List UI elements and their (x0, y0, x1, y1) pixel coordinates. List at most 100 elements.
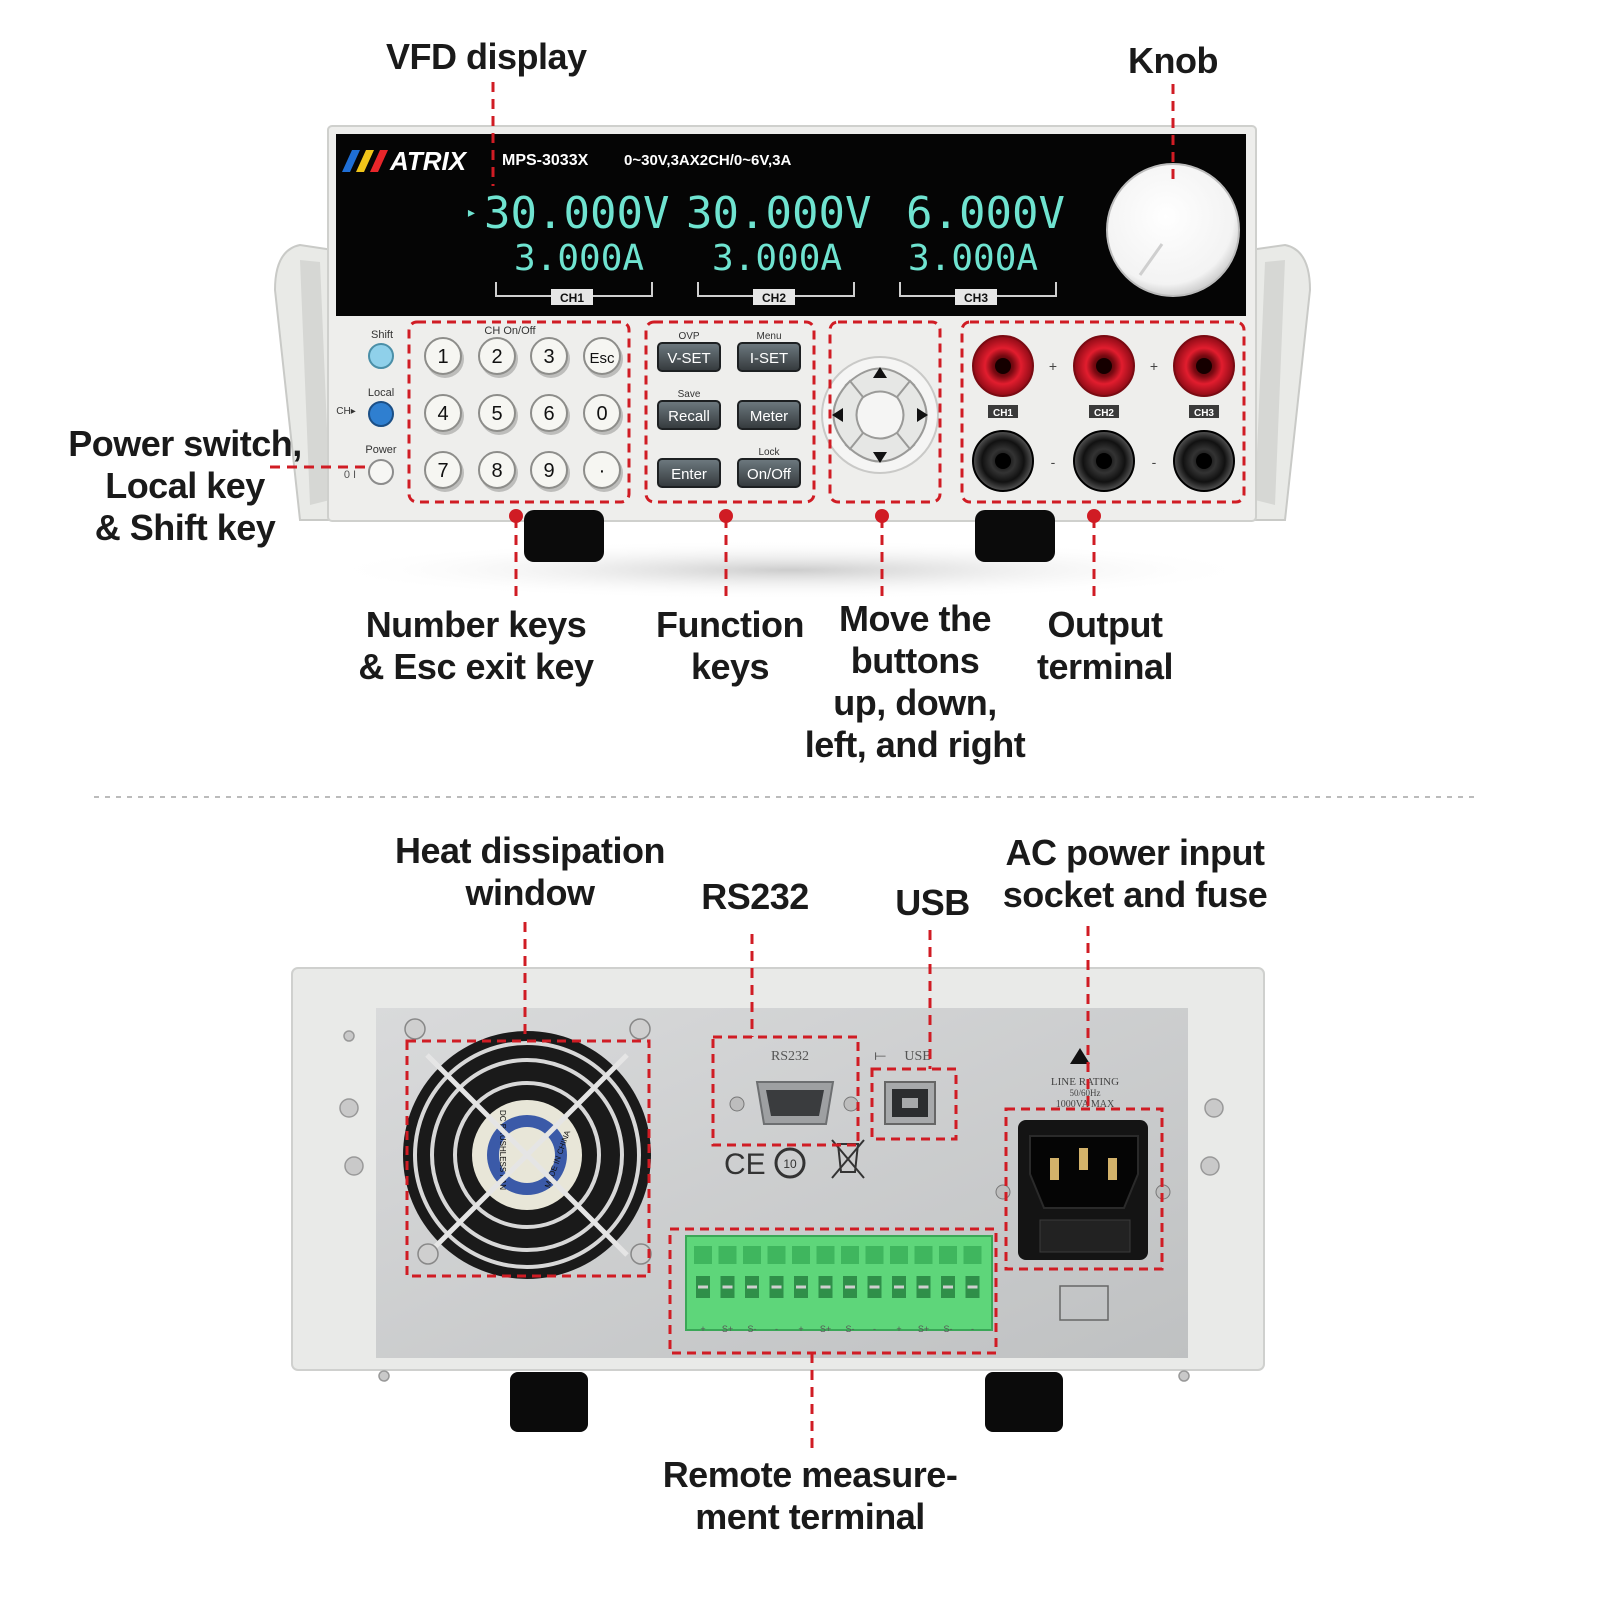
ac-power-socket[interactable] (995, 1120, 1171, 1260)
ac-socket-highlight (1004, 1107, 1164, 1271)
ch1-negative-terminal[interactable] (972, 430, 1034, 492)
function-key-shift-label: Menu (756, 331, 781, 342)
local-key[interactable] (368, 401, 394, 427)
front-foot-right (975, 510, 1055, 562)
function-key-5[interactable]: Enter (657, 458, 721, 488)
arrow-right-button[interactable] (895, 379, 928, 451)
right-handle (1243, 243, 1312, 521)
shift-label: Shift (371, 329, 393, 341)
rotary-knob[interactable] (1106, 163, 1240, 297)
arrow-left-icon (832, 408, 843, 422)
fuse-drawer[interactable] (1039, 1219, 1131, 1253)
function-key-2[interactable]: I-SET (737, 342, 801, 372)
function-key-label: Enter (671, 466, 707, 483)
terminal-plus-1: + (1049, 358, 1057, 374)
local-label: Local (368, 387, 394, 399)
terminal-channel-label: CH1 (993, 408, 1013, 419)
power-io-marks: 0 I (344, 469, 356, 481)
function-key-label: Recall (668, 408, 710, 425)
function-key-4[interactable]: Meter (737, 400, 801, 430)
numpad-key-5[interactable]: 4 (424, 394, 464, 435)
numpad-key-3[interactable]: 3 (530, 337, 570, 378)
ce-mark: CE (724, 1148, 766, 1181)
numpad-key-6[interactable]: 5 (478, 394, 518, 435)
remote-terminal-pin-label: - (873, 1324, 876, 1334)
ch1-current: 3.000A (514, 238, 644, 279)
terminal-channel-label: CH3 (1194, 408, 1214, 419)
vfd-display-panel (336, 134, 1246, 316)
power-switch[interactable] (368, 459, 394, 485)
numpad-key-label: · (599, 460, 606, 482)
numpad-key-label: 5 (491, 403, 502, 425)
numpad-key-label: 8 (491, 460, 502, 482)
terminal-label-bg (1089, 405, 1119, 418)
callout-remote-terminal: Remote measure-ment terminal (662, 1454, 958, 1537)
fuse-rating-table (1059, 1285, 1109, 1321)
callout-number-keys: Number keys& Esc exit key (358, 604, 594, 687)
terminal-plus-2: + (1150, 358, 1158, 374)
number-keys-highlight (407, 320, 631, 504)
remote-terminal-pin-label: + (896, 1324, 901, 1334)
numpad-key-11[interactable]: 9 (530, 451, 570, 492)
numpad-key-label: 7 (437, 460, 448, 482)
function-key-shift-label: Lock (758, 447, 780, 458)
numpad-key-10[interactable]: 8 (478, 451, 518, 492)
numpad-key-7[interactable]: 6 (530, 394, 570, 435)
rs232-port-label: RS232 (771, 1049, 809, 1064)
remote-terminal-pin-label: S+ (820, 1324, 831, 1334)
usb-highlight (870, 1067, 958, 1141)
rs232-connector[interactable] (729, 1081, 859, 1125)
output-terminal-group: CH1 CH2 CH3 (972, 335, 1235, 492)
function-key-3[interactable]: Recall (657, 400, 721, 430)
rating-line-1: LINE RATING (1051, 1076, 1119, 1088)
ch1-positive-terminal[interactable] (972, 335, 1034, 397)
rating-line-2: 50/60Hz (1070, 1088, 1101, 1098)
numpad-key-9[interactable]: 7 (424, 451, 464, 492)
function-key-6[interactable]: On/Off (737, 458, 801, 488)
numpad-key-2[interactable]: 2 (478, 337, 518, 378)
power-label: Power (365, 444, 397, 456)
terminal-minus-2: - (1152, 454, 1157, 470)
shift-key[interactable] (368, 343, 394, 369)
numpad-key-label: 4 (437, 403, 448, 425)
remote-terminal-pin-label: - (775, 1324, 778, 1334)
numpad-key-label: 9 (543, 460, 554, 482)
ch2-negative-terminal[interactable] (1073, 430, 1135, 492)
remote-terminal-block[interactable] (685, 1235, 993, 1331)
numpad-key-label: 2 (491, 346, 502, 368)
front-panel-illustration: ATRIX MPS-3033X 0~30V,3AX2CH/0~6V,3A ▸ 3… (94, 82, 1480, 798)
numpad-key-8[interactable]: 0 (583, 394, 623, 435)
numpad-key-4[interactable]: Esc (583, 337, 623, 378)
arrow-down-icon (873, 452, 887, 463)
arrow-left-button[interactable] (832, 379, 865, 451)
rear-foot-right (985, 1372, 1063, 1432)
front-floor-shadow (320, 540, 1260, 600)
function-key-shift-label: Save (678, 389, 701, 400)
ch3-positive-terminal[interactable] (1173, 335, 1235, 397)
arrow-keys-highlight (828, 320, 942, 504)
warning-triangle-icon (1070, 1048, 1090, 1064)
usb-connector[interactable] (884, 1081, 936, 1125)
ch2-positive-terminal[interactable] (1073, 335, 1135, 397)
fan-label-1: DC BRUSHLESS FAN (498, 1110, 507, 1190)
numpad-key-label: 3 (543, 346, 554, 368)
ch3-negative-terminal[interactable] (1173, 430, 1235, 492)
frame-screws (339, 1030, 1224, 1382)
function-key-1[interactable]: V-SET (657, 342, 721, 372)
numpad-key-1[interactable]: 1 (424, 337, 464, 378)
ch1-voltage: 30.000V (484, 188, 669, 239)
callout-usb: USB (895, 882, 970, 923)
ch1-label: CH1 (560, 291, 584, 305)
remote-terminal-pin-label: S+ (722, 1324, 733, 1334)
rear-panel-illustration: DC BRUSHLESS FAN MADE IN CHINA RS232 ⟝ U… (291, 922, 1265, 1452)
numpad-key-12[interactable]: · (583, 451, 623, 492)
ch-arrow-label: CH▸ (336, 406, 355, 417)
output-terminal-highlight (960, 320, 1246, 504)
callout-vfd-display: VFD display (386, 36, 587, 77)
terminal-channel-label: CH2 (1094, 408, 1114, 419)
